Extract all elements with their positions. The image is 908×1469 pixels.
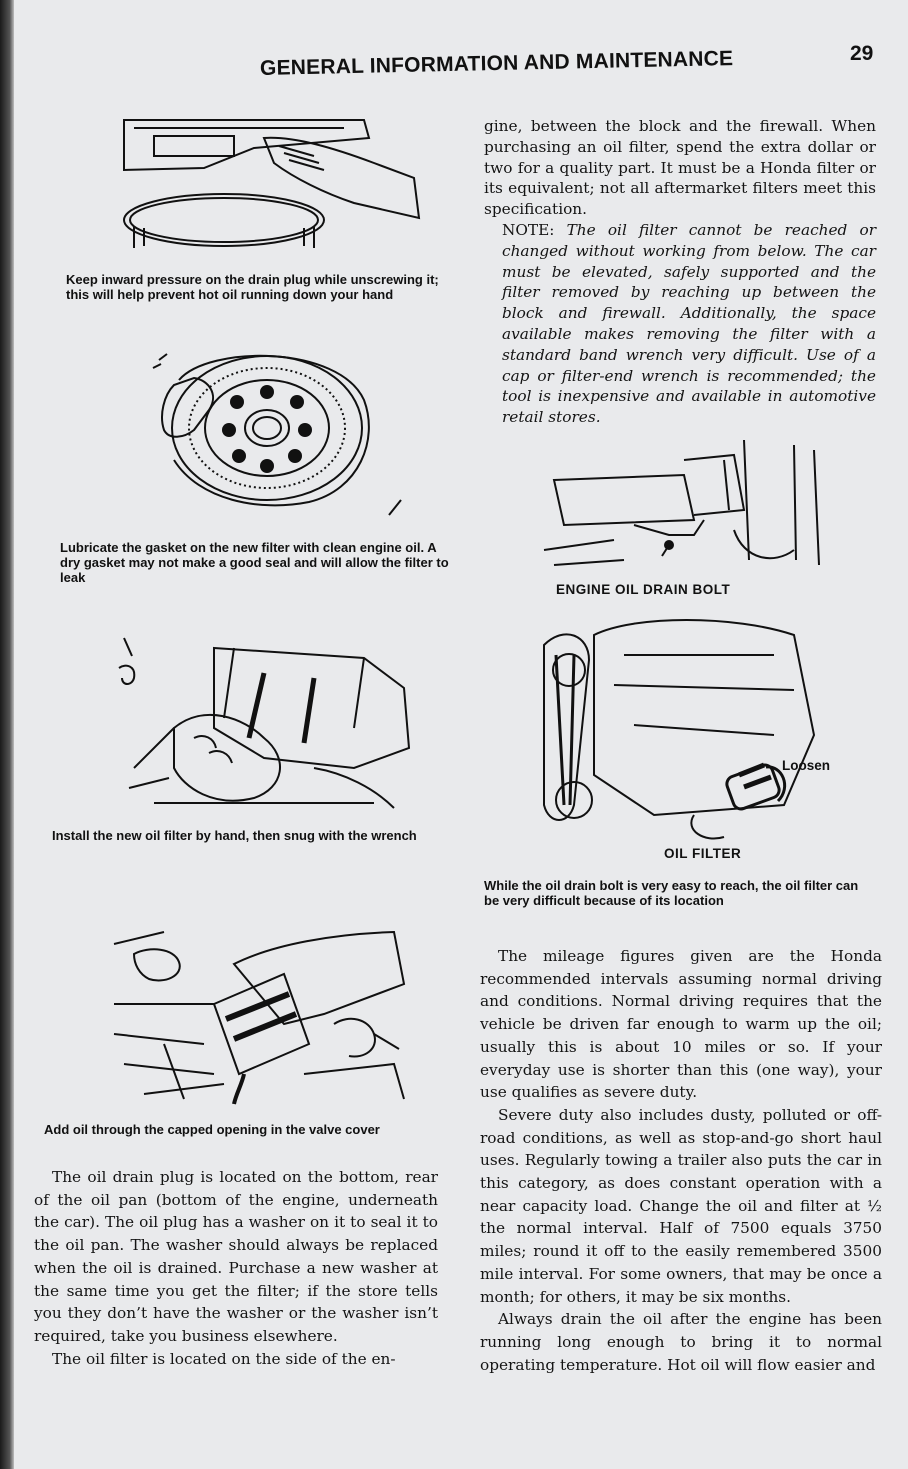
left-column-text: The oil drain plug is located on the bot… [34, 1166, 438, 1370]
right-column-bottom-text: The mileage figures given are the Honda … [480, 945, 882, 1376]
manual-page: GENERAL INFORMATION AND MAINTENANCE 29 K… [14, 0, 908, 1469]
drain-bolt-label: ENGINE OIL DRAIN BOLT [556, 582, 731, 597]
install-filter-illustration [114, 628, 414, 818]
page-number: 29 [850, 42, 874, 65]
severe-duty-paragraph: Severe duty also includes dusty, pollute… [480, 1105, 882, 1306]
oil-filter-paragraph-start: The oil filter is located on the side of… [52, 1349, 396, 1368]
book-binding [0, 0, 14, 1469]
engine-drain-bolt-illustration [534, 440, 834, 580]
oil-filter-note: NOTE: The oil filter cannot be reached o… [484, 220, 876, 428]
oil-filter-label: OIL FILTER [664, 846, 742, 861]
drain-plug-illustration [114, 108, 434, 258]
drain-hot-oil-paragraph: Always drain the oil after the engine ha… [480, 1310, 882, 1374]
loosen-label: Loosen [782, 758, 831, 773]
figure1-caption: Keep inward pressure on the drain plug w… [66, 272, 439, 302]
figure2-caption: Lubricate the gasket on the new filter w… [60, 540, 449, 585]
engine-oil-filter-illustration [534, 615, 834, 845]
figure3-caption: Install the new oil filter by hand, then… [52, 828, 417, 843]
oil-filter-paragraph-continued: gine, between the block and the firewall… [484, 117, 876, 219]
right-figure-caption: While the oil drain bolt is very easy to… [484, 878, 859, 908]
figure4-caption: Add oil through the capped opening in th… [44, 1122, 380, 1137]
right-column-top-text: gine, between the block and the firewall… [484, 116, 876, 428]
mileage-paragraph: The mileage figures given are the Honda … [480, 947, 882, 1102]
page-title: GENERAL INFORMATION AND MAINTENANCE [259, 47, 734, 80]
add-oil-illustration [104, 924, 424, 1109]
filter-gasket-illustration [139, 340, 409, 530]
note-lead: NOTE: [502, 220, 567, 239]
drain-plug-paragraph: The oil drain plug is located on the bot… [34, 1168, 438, 1345]
note-text: The oil filter cannot be reached or chan… [502, 220, 877, 427]
